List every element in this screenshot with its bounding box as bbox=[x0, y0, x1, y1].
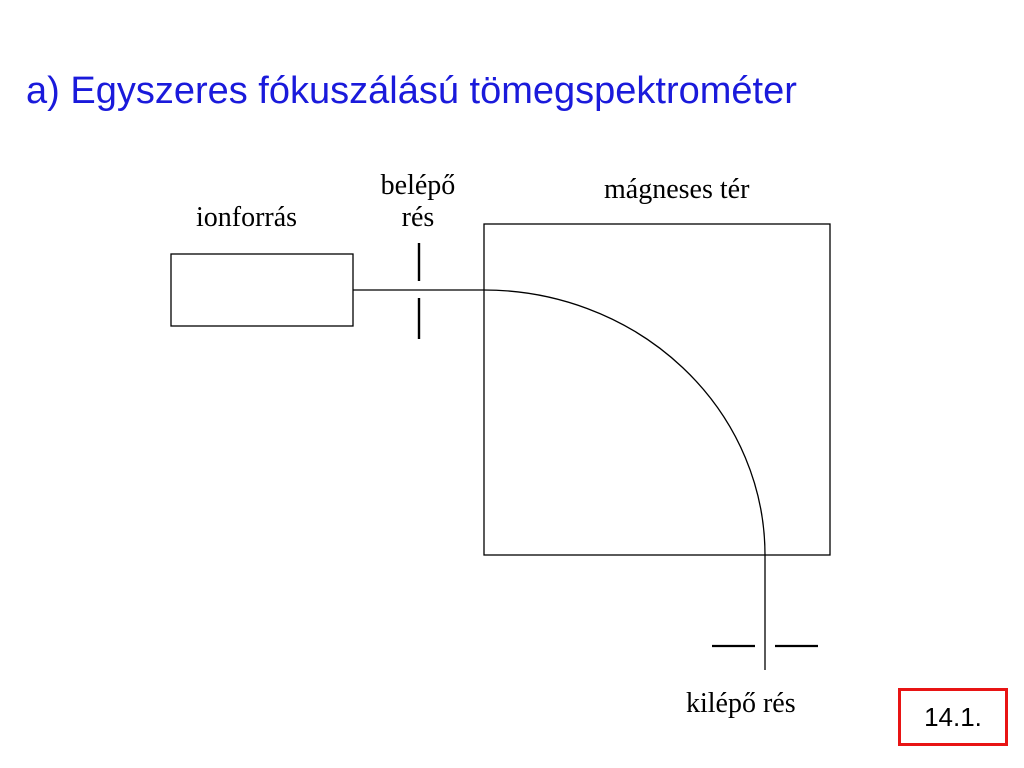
slide-title: a) Egyszeres fókuszálású tömegspektromét… bbox=[26, 70, 797, 112]
ion-source-label: ionforrás bbox=[196, 202, 298, 233]
ion-beam-curved-path bbox=[483, 289, 766, 556]
magnetic-field-label: mágneses tér bbox=[604, 174, 750, 205]
entry-slit-label-line1: belépő bbox=[380, 170, 456, 201]
magnetic-field-region bbox=[483, 223, 831, 556]
ion-source-box bbox=[170, 253, 354, 327]
entry-slit-label-line2: rés bbox=[401, 202, 435, 234]
entry-slit-label: belépő rés bbox=[366, 170, 470, 235]
figure-number-badge: 14.1. bbox=[898, 688, 1008, 746]
exit-slit-label: kilépő rés bbox=[686, 688, 796, 719]
